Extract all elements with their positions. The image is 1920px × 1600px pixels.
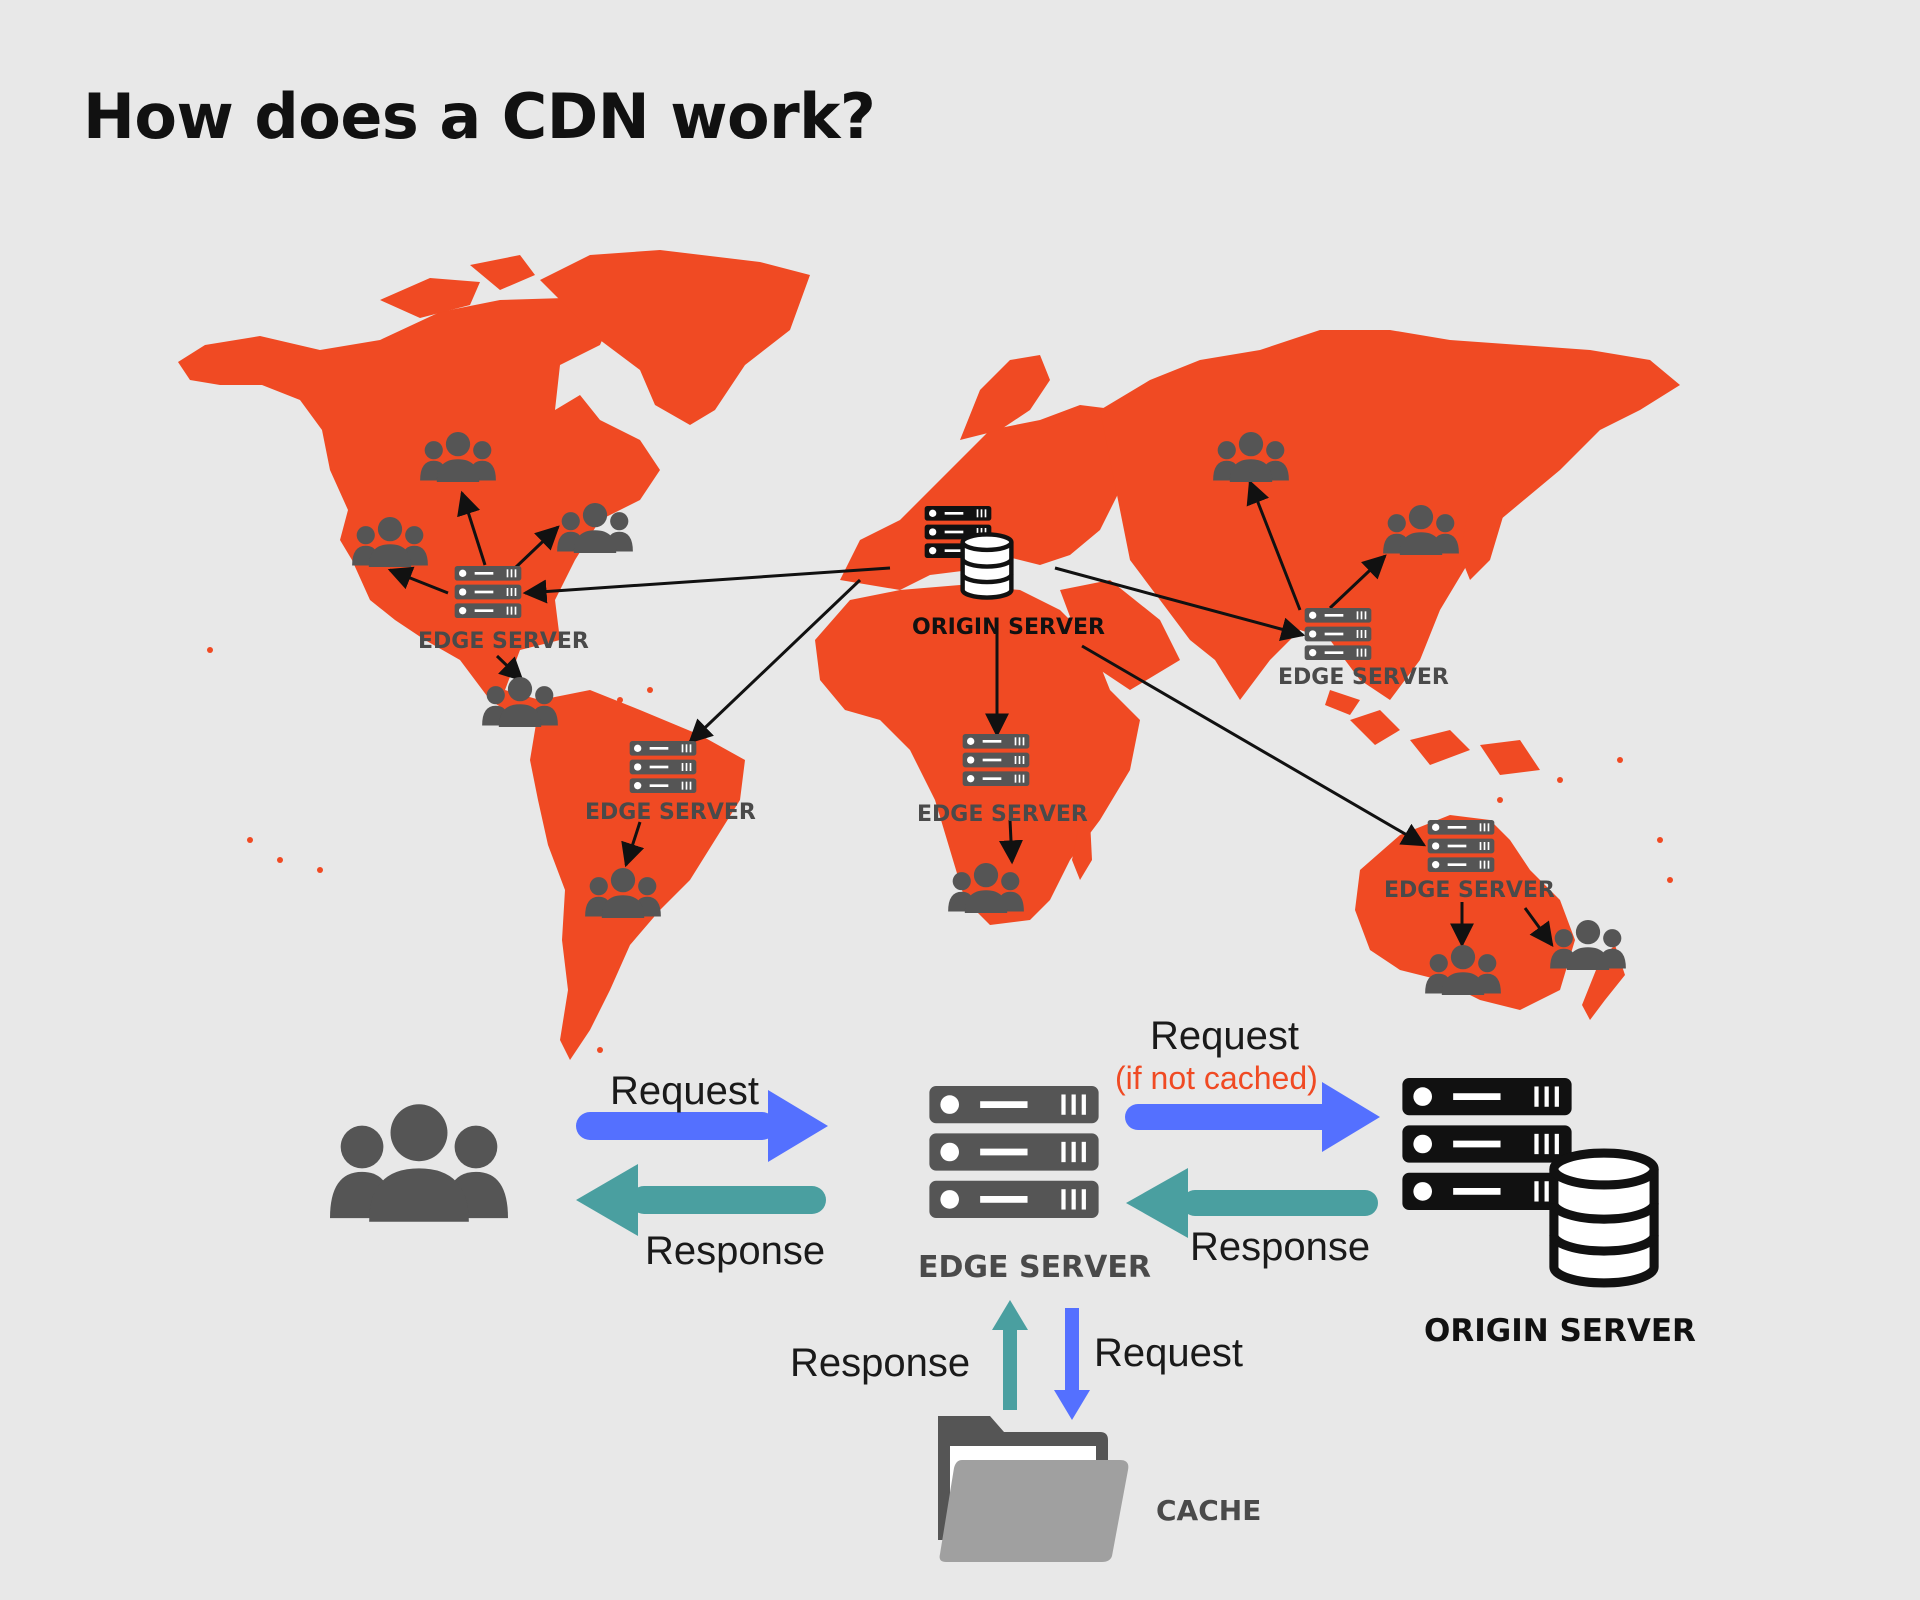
- origin-response-arrow: [1126, 1168, 1378, 1238]
- edge-server-label-australia: EDGE SERVER: [1384, 878, 1555, 903]
- edge-server-label-asia: EDGE SERVER: [1278, 665, 1449, 690]
- server-rack-icon: [1304, 608, 1372, 660]
- origin-response-label: Response: [1190, 1225, 1370, 1269]
- greenland-landmass: [540, 250, 810, 425]
- user-request-arrow: [576, 1090, 828, 1162]
- world-map: [178, 250, 1680, 1060]
- database-icon: [1554, 1153, 1654, 1283]
- map-arrows: [387, 479, 1554, 948]
- arctic-islands: [380, 255, 535, 318]
- server-rack-icon: [1402, 1078, 1572, 1210]
- island-dots: [207, 647, 1673, 1053]
- user-request-label: Request: [610, 1069, 759, 1113]
- origin-server-map-label: ORIGIN SERVER: [912, 615, 1105, 640]
- origin-server-label: ORIGIN SERVER: [1424, 1313, 1696, 1349]
- scandinavia-landmass: [960, 355, 1050, 440]
- north-america-landmass: [178, 298, 660, 725]
- southeast-asia-islands: [1325, 690, 1540, 775]
- edge-server-label-north-america: EDGE SERVER: [418, 629, 589, 654]
- edge-server-label-south-america: EDGE SERVER: [585, 800, 756, 825]
- page-title: How does a CDN work?: [83, 80, 876, 153]
- origin-request-note: (if not cached): [1115, 1060, 1318, 1096]
- server-rack-icon: [962, 734, 1030, 786]
- database-icon: [963, 534, 1012, 597]
- cache-request-arrow: [1054, 1308, 1090, 1420]
- cache-request-label: Request: [1094, 1331, 1243, 1375]
- user-response-label: Response: [645, 1229, 825, 1273]
- asia-landmass: [1100, 330, 1680, 700]
- japan-landmass: [1460, 480, 1505, 580]
- user-response-arrow: [576, 1164, 826, 1236]
- origin-request-label: Request: [1150, 1014, 1299, 1058]
- madagascar-landmass: [1072, 820, 1092, 880]
- folder-icon: [938, 1416, 1129, 1562]
- origin-request-arrow: [1125, 1082, 1380, 1152]
- cache-response-arrow: [992, 1300, 1028, 1410]
- australia-landmass: [1355, 815, 1575, 1010]
- server-rack-icon: [454, 566, 522, 618]
- europe-landmass: [840, 405, 1140, 590]
- edge-server-label: EDGE SERVER: [918, 1250, 1151, 1285]
- cache-label: CACHE: [1156, 1494, 1261, 1527]
- origin-server-icon: [1402, 1078, 1654, 1283]
- edge-server-label-africa: EDGE SERVER: [917, 802, 1088, 827]
- server-rack-icon: [929, 1086, 1099, 1218]
- server-rack-icon: [1427, 820, 1495, 872]
- arabia-landmass: [1060, 580, 1180, 690]
- users-group-icon: [330, 1104, 508, 1222]
- server-rack-icon: [629, 741, 697, 793]
- cache-response-label: Response: [790, 1341, 970, 1385]
